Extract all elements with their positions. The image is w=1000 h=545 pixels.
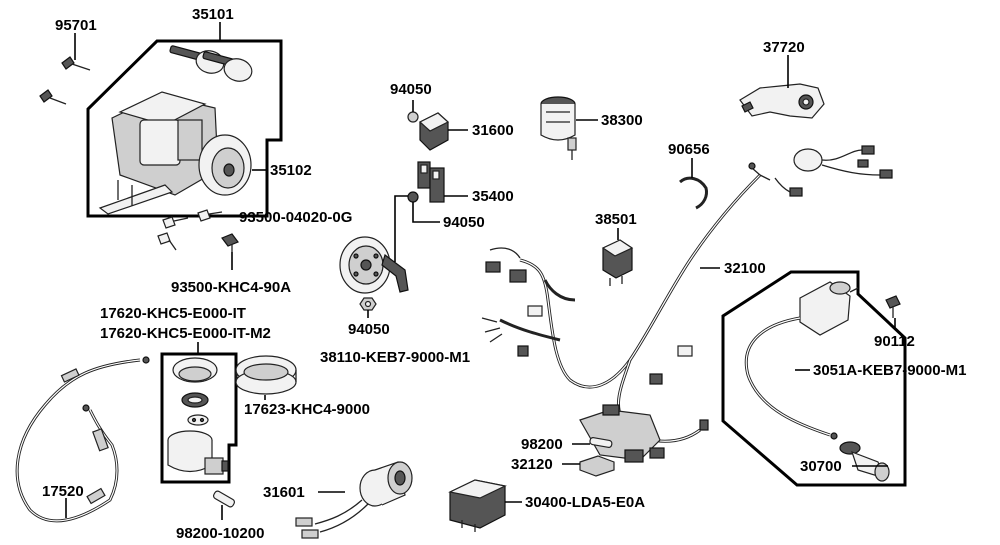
bolt-93500-khc4-icon	[221, 233, 239, 252]
label-98200-10200: 98200-10200	[176, 525, 264, 542]
label-32120: 32120	[511, 456, 553, 473]
sensor-38300-icon	[540, 96, 577, 160]
label-37720: 37720	[763, 39, 805, 56]
connector-32120-icon	[579, 455, 615, 477]
ignition-key-icon	[169, 45, 253, 82]
nut-94050-low-icon	[359, 297, 377, 311]
starter-cable-icon	[744, 316, 838, 440]
label-95701: 95701	[55, 17, 97, 34]
seat-lock-cap-icon	[172, 357, 218, 383]
starter-cable-group-box	[721, 270, 907, 487]
label-90656: 90656	[668, 141, 710, 158]
regulator-30400-icon	[448, 479, 507, 532]
label-17520: 17520	[42, 483, 84, 500]
connector-35400-icon	[407, 161, 445, 203]
label-17623: 17623-KHC4-9000	[244, 401, 370, 418]
seat-lock-housing-icon	[167, 430, 229, 475]
label-30700: 30700	[800, 458, 842, 475]
key-switch-31601-icon	[295, 461, 413, 539]
fuse-98200-10200-icon	[212, 490, 236, 508]
label-32100: 32100	[724, 260, 766, 277]
label-17620-a: 17620-KHC5-E000-IT	[100, 305, 246, 322]
wire-harness-32100-icon	[481, 145, 893, 463]
relay-38501-icon	[601, 239, 634, 286]
leader-94050-mid	[412, 202, 440, 223]
label-93500-khc4: 93500-KHC4-90A	[171, 279, 291, 296]
label-38300: 38300	[601, 112, 643, 129]
seat-cable-17520-icon	[15, 356, 150, 523]
label-35400: 35400	[472, 188, 514, 205]
screw-95701-icon	[39, 56, 91, 105]
label-38501: 38501	[595, 211, 637, 228]
label-94050-top: 94050	[390, 81, 432, 98]
label-35101: 35101	[192, 6, 234, 23]
relay-31600-icon	[407, 111, 450, 151]
bolt-90112-icon	[885, 295, 901, 318]
label-35102: 35102	[270, 162, 312, 179]
label-98200: 98200	[521, 436, 563, 453]
label-93500-04020: 93500-04020-0G	[239, 209, 352, 226]
bracket-37720-icon	[739, 83, 825, 119]
lock-ring-17623-icon	[235, 355, 297, 395]
horn-38110-icon	[339, 236, 409, 294]
leader-horn-relay	[394, 195, 408, 262]
label-38110: 38110-KEB7-9000-M1	[320, 349, 470, 366]
starter-relay-3051a-icon	[799, 281, 859, 336]
fuse-98200-icon	[589, 437, 613, 448]
label-30400: 30400-LDA5-E0A	[525, 494, 645, 511]
label-31600: 31600	[472, 122, 514, 139]
label-3051a: 3051A-KEB7-9000-M1	[813, 362, 966, 379]
clip-90656-icon	[679, 176, 708, 210]
label-90112: 90112	[874, 333, 915, 350]
spark-cap-30700-icon	[839, 441, 890, 482]
bolt-93500-04020-icon	[157, 209, 223, 251]
label-94050-low: 94050	[348, 321, 390, 338]
seat-lock-rings-icon	[181, 392, 209, 426]
ignition-lock-body-icon	[98, 91, 252, 215]
seat-lock-group-box	[160, 352, 238, 484]
ignition-lock-group-box	[86, 39, 283, 218]
label-94050-mid: 94050	[443, 214, 485, 231]
label-17620-b: 17620-KHC5-E000-IT-M2	[100, 325, 271, 342]
label-31601: 31601	[263, 484, 305, 501]
